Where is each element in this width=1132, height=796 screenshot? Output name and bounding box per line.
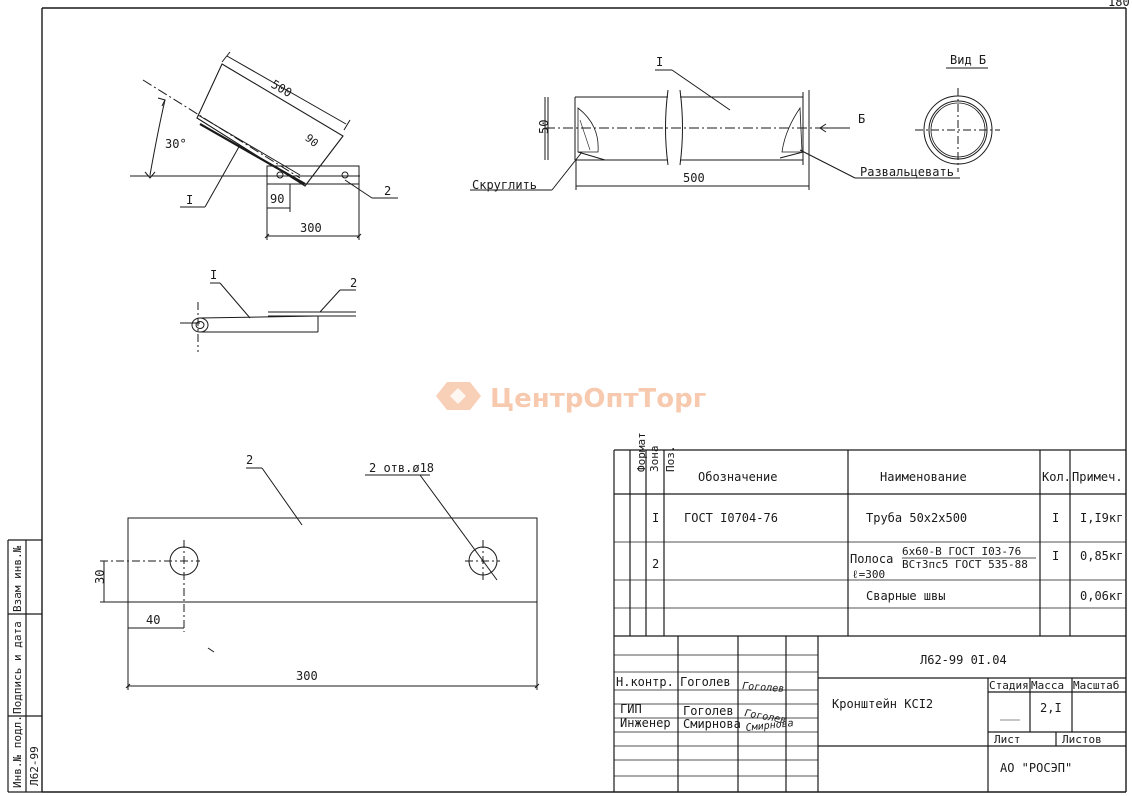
watermark: ЦентрОптТорг <box>436 382 706 414</box>
dim-500-label: 500 <box>269 77 295 100</box>
drawing-plate <box>100 467 540 690</box>
header-zone: Зона <box>648 446 661 473</box>
signer-role-1: Н.контр. <box>616 675 674 689</box>
mass-value: 2,I <box>1040 701 1062 715</box>
row3-name: Сварные швы <box>866 589 945 603</box>
page-number: 180 <box>1108 0 1130 9</box>
plate-dim-300-label: 300 <box>296 669 318 683</box>
row1-name: Труба 50х2х500 <box>866 511 967 525</box>
row2-note: 0,85кг <box>1080 549 1123 563</box>
row2-pos: 2 <box>652 557 659 571</box>
leader-1-label: I <box>186 193 193 207</box>
view-letter-label: Б <box>858 112 865 126</box>
row2-name-c: ВСт3пс5 ГОСТ 535-88 <box>902 558 1028 571</box>
row1-pos: I <box>652 511 659 525</box>
signer-name-1: Гоголев <box>680 675 731 689</box>
signer-signature-3: Смирнова <box>745 718 794 734</box>
stage-label: Стадия <box>989 679 1029 692</box>
table-row: Сварные швы 0,06кг <box>866 589 1123 603</box>
leader-2-label: 2 <box>384 184 391 198</box>
watermark-text: ЦентрОптТорг <box>490 384 706 414</box>
angle-small-label: 90 <box>302 131 321 149</box>
header-name: Наименование <box>880 470 967 484</box>
row1-designation: ГОСТ I0704-76 <box>684 511 778 525</box>
row2-qty: I <box>1052 549 1059 563</box>
header-designation: Обозначение <box>698 470 777 484</box>
side-inv-orig: Инв.№ подл. <box>11 715 24 788</box>
drawing-tube <box>470 67 1000 191</box>
row2-name-d: ℓ=300 <box>852 568 885 581</box>
row2-name-b: 6х60-В ГОСТ I03-76 <box>902 545 1021 558</box>
side-stamp <box>7 539 42 793</box>
spec-table <box>613 449 1126 792</box>
side-inv-replace: Взам инв.№ <box>11 545 24 612</box>
row3-note: 0,06кг <box>1080 589 1123 603</box>
row1-qty: I <box>1052 511 1059 525</box>
view-b-label: Вид Б <box>950 53 986 67</box>
plate-leader-2-label: 2 <box>246 453 253 467</box>
side-sign-date: Подпись и дата <box>11 621 24 714</box>
angle-label: 30° <box>165 137 187 151</box>
plate-dim-30-label: 30 <box>93 570 107 584</box>
side-doc-code: Л62-99 <box>28 746 41 786</box>
scale-label: Масштаб <box>1073 679 1119 692</box>
header-pos: Поз. <box>664 446 677 473</box>
signer-role-3: Инженер <box>620 716 671 730</box>
table-row: I ГОСТ I0704-76 Труба 50х2х500 I I,I9кг <box>652 511 1123 525</box>
signer-name-2: Гоголев <box>683 704 734 718</box>
signer-name-3: Смирнова <box>683 717 741 731</box>
sheets-label: Листов <box>1062 733 1102 746</box>
top-leader-2-label: 2 <box>350 276 357 290</box>
tube-dim-500-label: 500 <box>683 171 705 185</box>
header-format: Формат <box>635 432 648 472</box>
sheet-label: Лист <box>994 733 1021 746</box>
drawing-bracket-side <box>130 51 398 240</box>
signer-role-2: ГИП <box>620 702 642 716</box>
mass-label: Масса <box>1031 679 1064 692</box>
tube-dim-50-label: 50 <box>537 120 551 134</box>
dim-300-label: 300 <box>300 221 322 235</box>
holes-note-label: 2 отв.ø18 <box>369 461 434 475</box>
sheet-frame <box>41 7 1127 793</box>
tube-leader-1-label: I <box>656 55 663 69</box>
header-note: Примеч. <box>1072 470 1123 484</box>
row2-name-a: Полоса <box>850 552 893 566</box>
drawing-title: Кронштейн КСI2 <box>832 697 933 711</box>
drawing-top-view <box>180 282 356 352</box>
top-leader-1-label: I <box>210 268 217 282</box>
doc-code: Л62-99 0I.04 <box>920 653 1007 667</box>
plate-dim-40-label: 40 <box>146 613 160 627</box>
header-qty: Кол. <box>1042 470 1071 484</box>
note-round-label: Скруглить <box>472 178 537 192</box>
note-flare-label: Развальцевать <box>860 165 954 179</box>
title-block <box>614 636 1126 792</box>
row1-note: I,I9кг <box>1080 511 1123 525</box>
table-row: 2 Полоса 6х60-В ГОСТ I03-76 ВСт3пс5 ГОСТ… <box>652 545 1123 581</box>
signer-signature-1: Гоголев <box>742 681 785 695</box>
company-name: АО "РОСЭП" <box>1000 761 1072 775</box>
dim-90-label: 90 <box>270 192 284 206</box>
